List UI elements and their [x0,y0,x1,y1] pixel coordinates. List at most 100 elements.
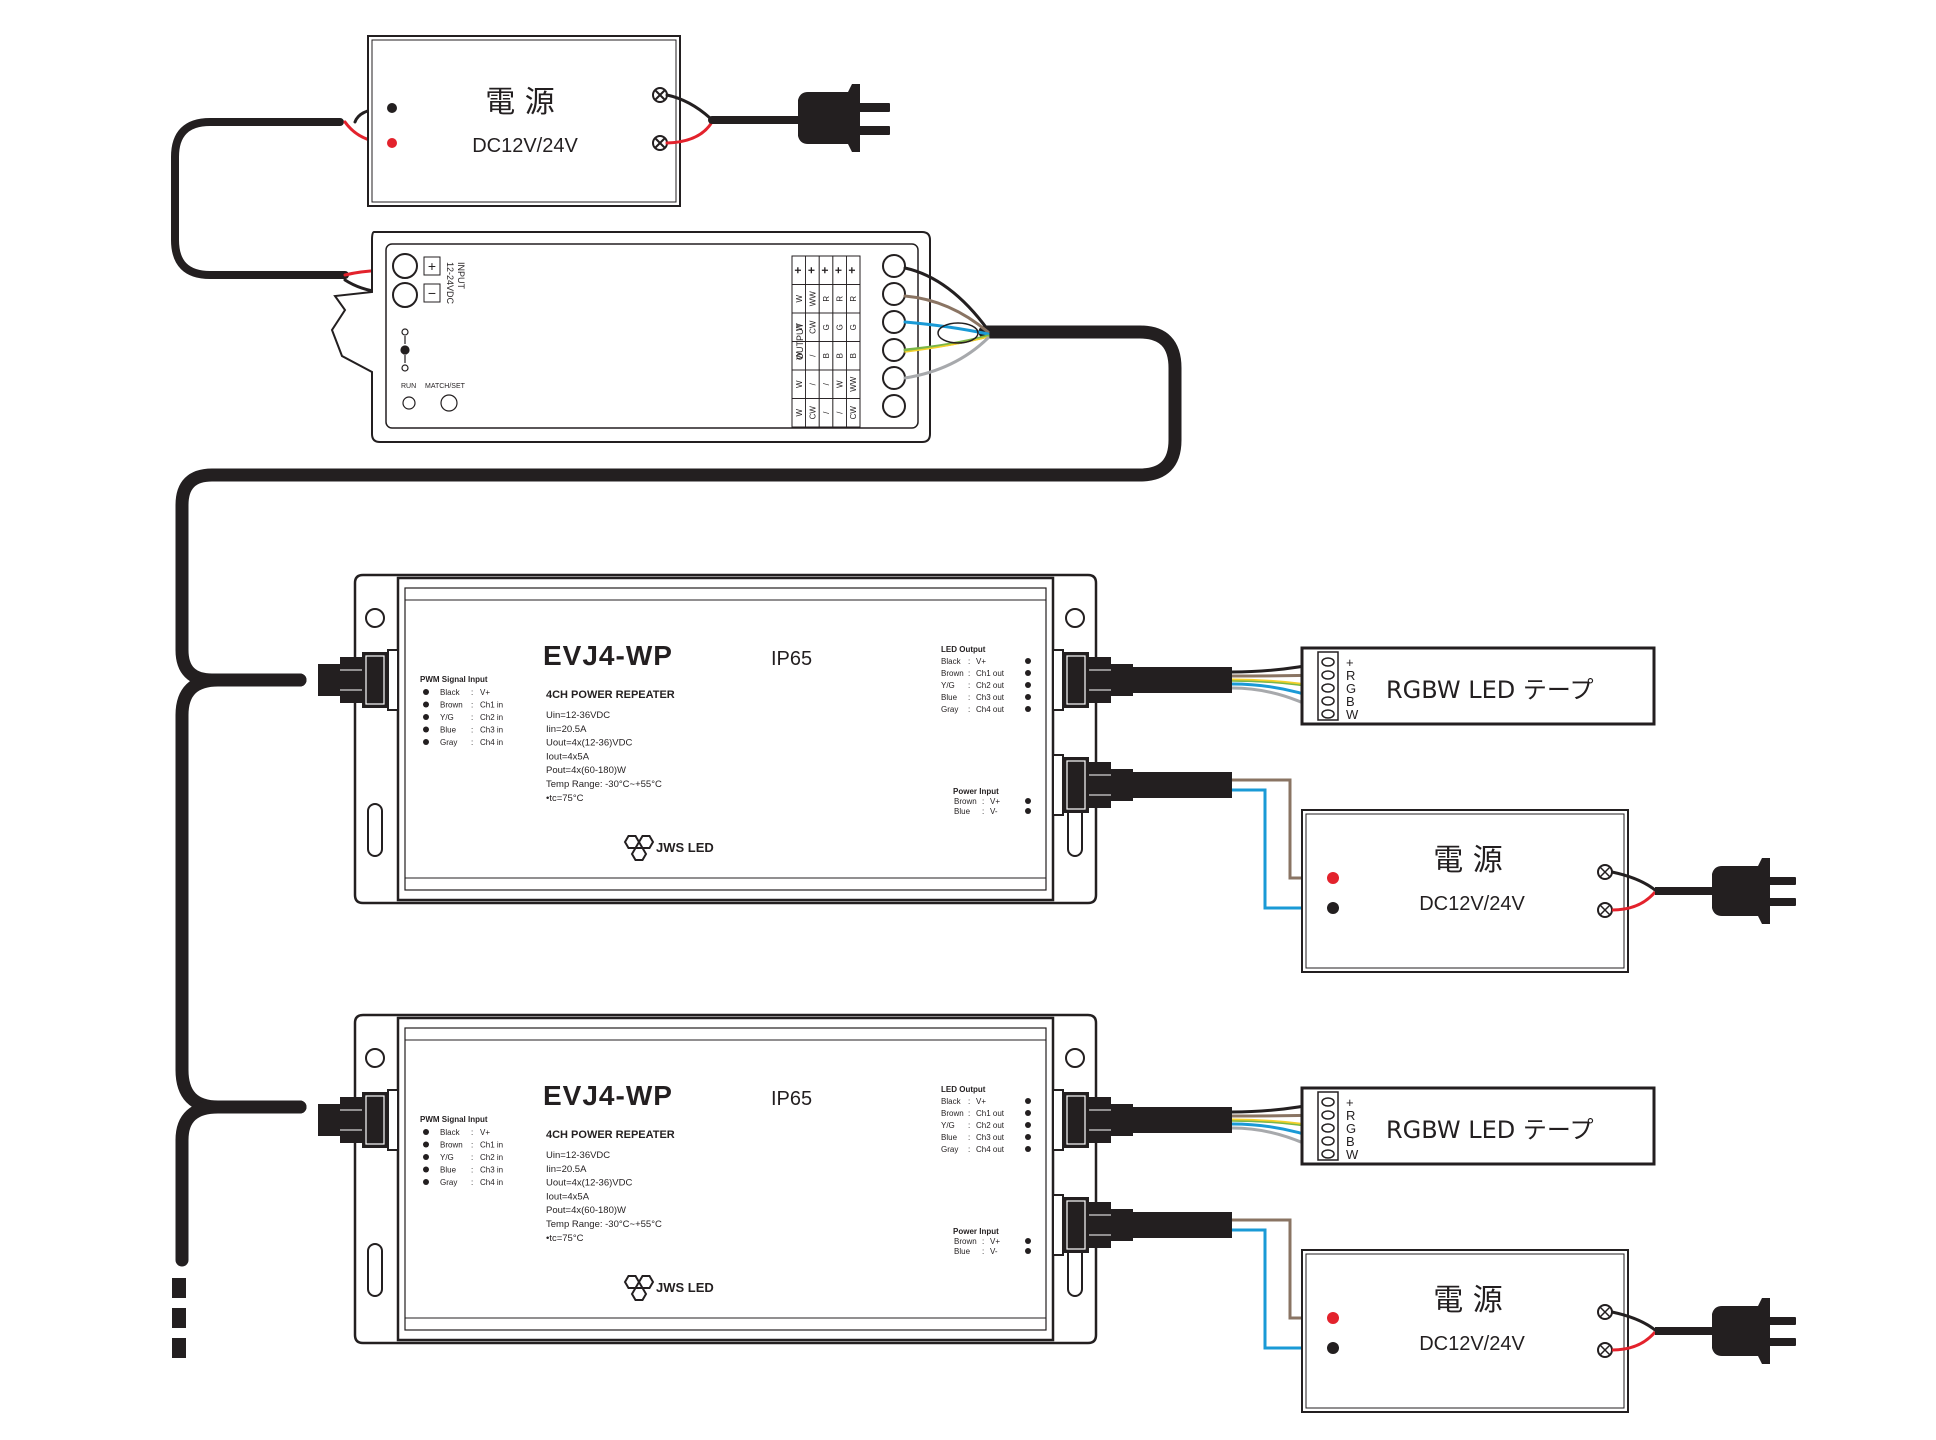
pwm-row-channel: Ch2 in [480,1153,503,1162]
match-set-button[interactable] [440,394,458,412]
repeater-subtitle: 4CH POWER REPEATER [546,1129,675,1141]
output-table-label: W [836,380,845,388]
psu-voltage: DC12V/24V [1419,893,1525,915]
cable-gland-icon [318,649,399,711]
power-supply-frame [1301,809,1629,973]
pwm-row-sep: : [471,1141,473,1150]
led-row-channel: V+ [976,1097,986,1106]
repeater-ip-rating: IP65 [771,648,812,670]
gland-flange [1052,1194,1064,1256]
power-wire-blue [1232,788,1330,910]
mounting-hole-icon [365,608,385,628]
strip-pin-label: W [1346,707,1359,722]
pwm-row-channel: Ch4 in [480,738,503,747]
repeater-body [396,576,1055,902]
mounting-hole-icon [1065,608,1085,628]
repeater-spec-line: Iout=4x5A [546,1191,590,1202]
pwm-row-sep: : [471,726,473,735]
power-row-channel: V- [990,807,998,816]
output-table-label: WW [808,291,817,307]
power-supply-top: 電 源 DC12V/24V [367,35,681,207]
terminal-screw-slot [1599,1306,1611,1318]
pwm-row-sep: : [471,701,473,710]
pin-dot-icon [423,1179,429,1185]
led-row-wire: Y/G [941,681,955,690]
pin-dot-icon [1025,670,1031,676]
repeater-spec-line: Pout=4x(60-180)W [546,1205,626,1216]
output-table-label: W [795,409,804,417]
pwm-row-wire: Gray [440,1178,457,1187]
logo-hex [623,1275,641,1289]
pin-dot-icon [1025,798,1031,804]
mounting-hole-icon [1065,1048,1085,1068]
gland-tail [318,664,340,696]
strip-pad-icon [1321,670,1335,680]
gland-flange [1052,754,1064,816]
output-table-label: / [808,382,817,385]
output-table-label: B [849,353,858,358]
pin-dot-icon [423,726,429,733]
signal-bus-cable [175,325,1182,1267]
gland-cap [340,657,362,703]
output-table-label: WW [849,376,858,392]
pin-dot-icon [423,1141,429,1148]
strip-pad-icon [1321,683,1335,693]
repeater-model: EVJ4-WP [543,1080,673,1111]
pwm-input-title: PWM Signal Input [420,1115,488,1124]
led-row-wire: Brown [941,1109,964,1118]
repeater-spec-line: Uout=4x(12-36)VDC [546,738,632,749]
pin-dot-icon [1025,1110,1031,1116]
power-supply-inner [1305,1253,1625,1409]
pin-dot-icon [1025,808,1031,814]
strip-pin-label: B [1346,694,1355,709]
logo-hex [623,835,641,849]
led-row-channel: Ch1 out [976,1109,1005,1118]
run-led-icon [402,396,416,410]
power-row-wire: Blue [954,1247,971,1256]
output-table-label: / [836,411,845,414]
repeater-inner-edge [404,1027,1047,1331]
output-table-label: / [822,411,831,414]
cable-gland-icon [1052,754,1133,816]
output-table-label: / [808,354,817,357]
pwm-row-channel: Ch1 in [480,701,503,710]
psu-minus-terminal [1327,1342,1339,1354]
pin-dot-icon [1025,706,1031,712]
gland-nut-detail [1066,1095,1086,1145]
repeater-model: EVJ4-WP [543,640,673,671]
repeater-subtitle: 4CH POWER REPEATER [546,689,675,701]
plug-icon [798,84,890,152]
gland-cap [1089,762,1111,808]
output-table-label: R [822,296,831,302]
output-table-cell [846,398,861,428]
pwm-row-wire: Black [440,688,461,697]
logo-hex [637,835,655,849]
led-strip-label: RGBW LED テープ [1386,676,1593,704]
strip-pad-icon [1321,657,1335,667]
terminal-screw-slot [1599,904,1611,916]
power-row-sep: : [982,1237,984,1246]
gland-flange [1052,1089,1064,1151]
psu-title: 電 源 [1433,1283,1503,1318]
led-row-sep: : [968,1121,970,1130]
led-row-channel: Ch3 out [976,1133,1005,1142]
led-strip [1300,1086,1656,1166]
mains-wire-red [1611,891,1657,912]
brand-name: JWS LED [656,840,714,855]
pwm-row-channel: Ch3 in [480,1166,503,1175]
power-row-wire: Brown [954,1237,977,1246]
pin-dot-icon [1025,682,1031,688]
pwm-row-sep: : [471,1178,473,1187]
repeater-spec-line: Uin=12-36VDC [546,1150,610,1161]
pwm-row-wire: Gray [440,738,457,747]
led-row-sep: : [968,1109,970,1118]
plug-icon [1712,1298,1770,1364]
power-supply-inner [1305,813,1625,969]
led-row-channel: Ch2 out [976,1121,1005,1130]
logo-hex [637,1275,655,1289]
led-row-sep: : [968,669,970,678]
psu-minus-terminal [1327,902,1339,914]
output-table-label: W [795,323,804,331]
mounting-hole-icon [365,1048,385,1068]
